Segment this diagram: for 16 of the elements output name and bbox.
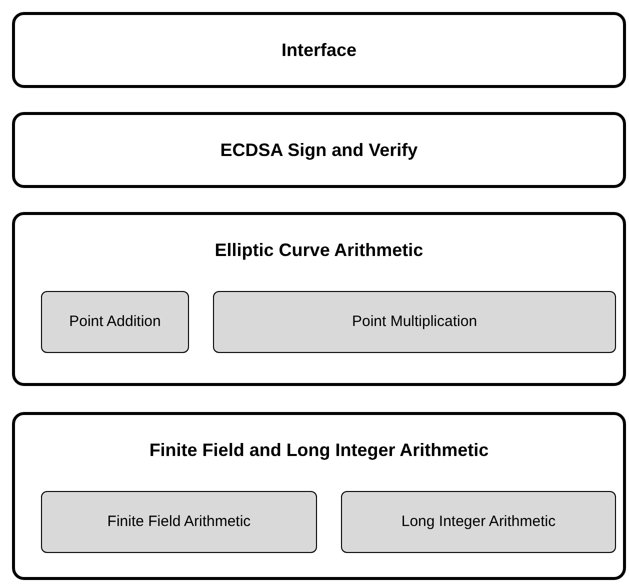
layer-box xyxy=(12,12,626,88)
layer-title: ECDSA Sign and Verify xyxy=(219,139,419,162)
module-label: Point Multiplication xyxy=(352,312,478,332)
module-box xyxy=(341,491,616,553)
layer-box xyxy=(12,212,626,386)
layer-box xyxy=(12,112,626,188)
module-box xyxy=(213,291,616,353)
module-label: Finite Field Arithmetic xyxy=(107,512,251,532)
layer-title: Elliptic Curve Arithmetic xyxy=(214,239,424,262)
module-box xyxy=(41,291,189,353)
module-label: Long Integer Arithmetic xyxy=(401,512,556,532)
layer-box xyxy=(12,412,626,580)
module-label: Point Addition xyxy=(69,312,161,332)
module-box xyxy=(41,491,317,553)
layer-title: Interface xyxy=(280,39,358,62)
layer-title: Finite Field and Long Integer Arithmetic xyxy=(148,439,490,462)
